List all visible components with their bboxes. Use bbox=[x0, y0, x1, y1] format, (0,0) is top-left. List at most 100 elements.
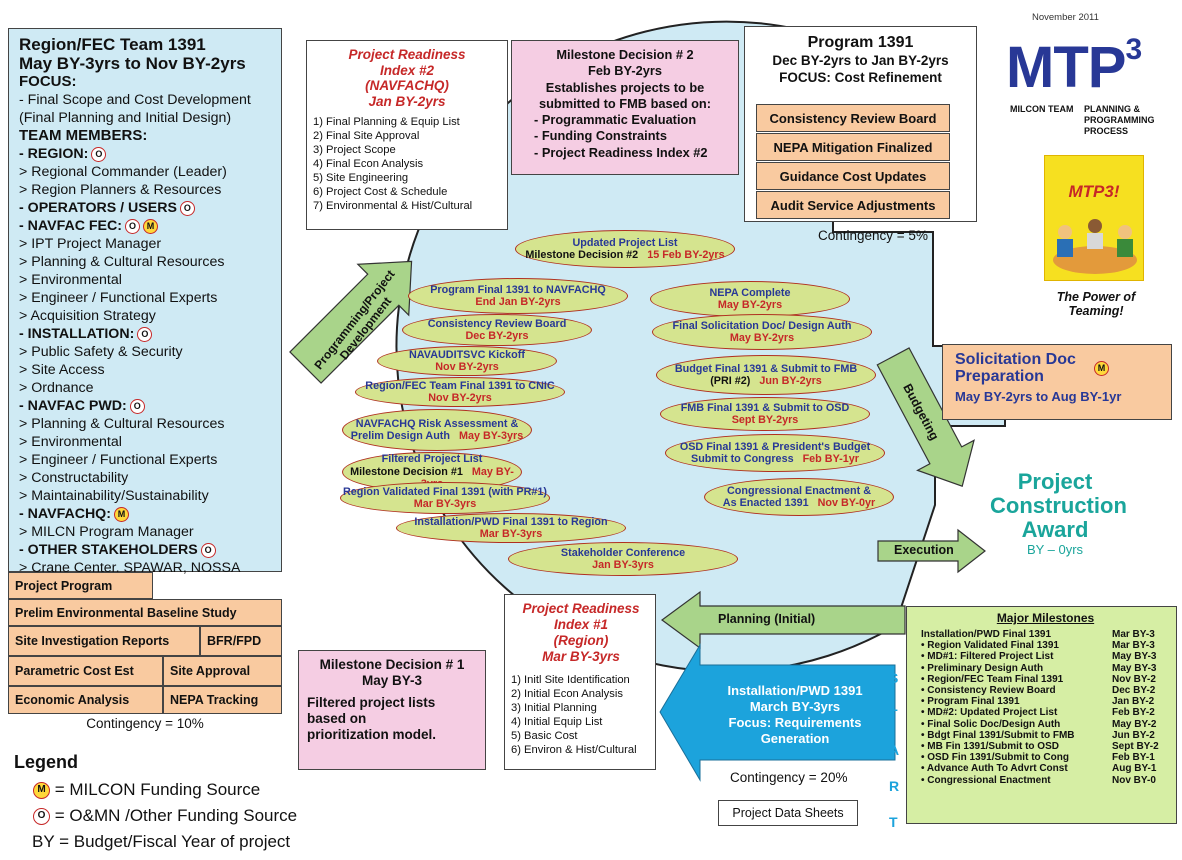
milestone-name: • Preliminary Design Auth bbox=[921, 662, 1044, 674]
milestone-name: • MD#2: Updated Project List bbox=[921, 707, 1058, 719]
oval-title: Consistency Review Board bbox=[427, 317, 567, 330]
milestone-name: Installation/PWD Final 1391 bbox=[921, 629, 1052, 640]
team-member-text: > Engineer / Functional Experts bbox=[19, 290, 218, 306]
program-contingency: Contingency = 5% bbox=[818, 228, 928, 243]
team-member-text: > Region Planners & Resources bbox=[19, 182, 222, 198]
oval-title: Region Validated Final 1391 (with PR#1) bbox=[343, 485, 547, 498]
program-item-crb: Consistency Review Board bbox=[756, 104, 950, 132]
team-members-label: TEAM MEMBERS: bbox=[19, 127, 148, 144]
award-line: Project bbox=[1017, 469, 1093, 494]
oval-date-line: Jan BY-3yrs bbox=[592, 559, 654, 572]
oval-title: Installation/PWD Final 1391 to Region bbox=[414, 515, 608, 528]
focus-line: - Final Scope and Cost Development bbox=[19, 92, 251, 108]
pri2-title-line: Project Readiness bbox=[348, 47, 466, 62]
oval-date: Nov BY-2yrs bbox=[428, 392, 492, 404]
oval-date-line: End Jan BY-2yrs bbox=[475, 296, 560, 309]
execution-arrow-label: Execution bbox=[894, 543, 954, 557]
logo-subtitle-3: PLANNING & PROGRAMMING PROCESS bbox=[1084, 104, 1155, 136]
milestone-date: Feb BY-1 bbox=[1112, 752, 1155, 764]
team-member-line: > Engineer / Functional Experts bbox=[19, 451, 275, 469]
product-economic-analysis: Economic Analysis bbox=[8, 686, 163, 714]
region-focus-label: FOCUS: bbox=[19, 73, 77, 90]
team-member-text: - INSTALLATION: bbox=[19, 326, 135, 342]
milestone-date: May BY-3 bbox=[1112, 662, 1157, 674]
program-title: Program 1391 bbox=[807, 34, 914, 51]
team-member-line: > Environmental bbox=[19, 271, 275, 289]
oval-title: NEPA Complete bbox=[709, 286, 791, 299]
team-member-text: > Environmental bbox=[19, 272, 122, 288]
program-item-guidance: Guidance Cost Updates bbox=[756, 162, 950, 190]
readiness-list-item: 3) Project Scope bbox=[313, 144, 396, 156]
start-letter: T bbox=[889, 814, 898, 830]
program-item-nepa: NEPA Mitigation Finalized bbox=[756, 133, 950, 161]
team-member-line: > Region Planners & Resources bbox=[19, 181, 275, 199]
team-members-list: - REGION:O> Regional Commander (Leader)>… bbox=[19, 145, 275, 577]
installation-line: Focus: Requirements bbox=[728, 715, 862, 730]
team-member-text: - NAVFAC FEC: bbox=[19, 218, 122, 234]
team-member-text: > MILCN Program Manager bbox=[19, 524, 194, 540]
milestone-date: Nov BY-0 bbox=[1112, 774, 1156, 786]
programming-arrow-shape bbox=[289, 260, 413, 384]
planning-arrow-label: Planning (Initial) bbox=[718, 612, 816, 626]
teaming-illustration: MTP3! bbox=[1044, 155, 1144, 281]
oval-date-line: As Enacted 1391 Nov BY-0yr bbox=[723, 497, 875, 510]
oval-date-line: Sept BY-2yrs bbox=[732, 414, 799, 427]
program-period: Dec BY-2yrs to Jan BY-2yrs bbox=[772, 53, 949, 68]
installation-line: Installation/PWD 1391 bbox=[727, 683, 863, 698]
award-by: BY – 0yrs bbox=[1026, 542, 1084, 557]
oval-title: OSD Final 1391 & President's Budget bbox=[679, 440, 871, 453]
project-data-sheets: Project Data Sheets bbox=[718, 800, 858, 826]
md2-line: - Programmatic Evaluation bbox=[534, 112, 697, 128]
milestone-name: • Region Validated Final 1391 bbox=[921, 640, 1059, 652]
milestone-row: • Preliminary Design Auth May BY-3 bbox=[921, 663, 1170, 674]
team-member-line: > Regional Commander (Leader) bbox=[19, 163, 275, 181]
team-member-line: > Acquisition Strategy bbox=[19, 307, 275, 325]
installation-line: March BY-3yrs bbox=[749, 699, 841, 714]
readiness-list-item: 1) Final Planning & Equip List bbox=[313, 116, 460, 128]
readiness-list-item: 2) Final Site Approval bbox=[313, 130, 420, 142]
milestone-date: Jan BY-2 bbox=[1112, 696, 1155, 708]
mtp3-logo: MTP3 bbox=[1006, 20, 1142, 98]
oval-date: May BY-3yrs bbox=[458, 430, 524, 442]
team-member-text: > Engineer / Functional Experts bbox=[19, 452, 218, 468]
team-member-text: > Regional Commander (Leader) bbox=[19, 164, 227, 180]
readiness-list-item: 6) Project Cost & Schedule bbox=[313, 186, 448, 198]
milestone-oval: NAVFACHQ Risk Assessment &Prelim Design … bbox=[342, 409, 532, 451]
readiness-list-item: 7) Environmental & Hist/Cultural bbox=[313, 200, 473, 212]
omn-funding-icon: O bbox=[137, 326, 153, 342]
oval-date-line: (PRI #2) Jun BY-2yrs bbox=[710, 375, 822, 388]
readiness-list-item: 4) Final Econ Analysis bbox=[313, 158, 424, 170]
team-member-text: - NAVFACHQ: bbox=[19, 506, 111, 522]
team-member-line: > Environmental bbox=[19, 433, 275, 451]
pri1-title-line: Mar BY-3yrs bbox=[542, 649, 620, 664]
team-member-text: > Maintainability/Sustainability bbox=[19, 488, 209, 504]
tagline: The Power of Teaming! bbox=[1056, 290, 1136, 318]
oval-date-line: Mar BY-3yrs bbox=[480, 528, 542, 541]
pri1-title-line: Index #1 bbox=[553, 617, 609, 632]
pri2-title-line: Index #2 bbox=[379, 62, 435, 78]
milestone-name: • Consistency Review Board bbox=[921, 685, 1056, 697]
oval-date-line: Prelim Design Auth May BY-3yrs bbox=[351, 430, 523, 443]
planning-arrow-shape bbox=[660, 590, 906, 650]
legend-title: Legend bbox=[14, 752, 79, 772]
installation-line: Generation bbox=[760, 731, 830, 746]
solicitation-title: Solicitation Doc bbox=[955, 351, 1076, 368]
team-member-text: - OTHER STAKEHOLDERS bbox=[19, 542, 198, 558]
program-item-audit: Audit Service Adjustments bbox=[756, 191, 950, 219]
oval-title: Budget Final 1391 & Submit to FMB bbox=[674, 362, 858, 375]
oval-title: Program Final 1391 to NAVFACHQ bbox=[430, 283, 606, 296]
md1-line: prioritization model. bbox=[307, 727, 437, 742]
oval-date-line: May BY-2yrs bbox=[730, 332, 794, 345]
team-member-line: > Public Safety & Security bbox=[19, 343, 275, 361]
product-parametric-cost: Parametric Cost Est bbox=[8, 656, 163, 686]
logo-subtitle-1: MILCON bbox=[1010, 104, 1046, 114]
solicitation-title: Preparation bbox=[955, 368, 1044, 385]
milestone-name: • Region/FEC Team Final 1391 bbox=[921, 673, 1064, 685]
team-member-line: - INSTALLATION:O bbox=[19, 325, 275, 343]
oval-date: Feb BY-1yr bbox=[802, 453, 859, 465]
